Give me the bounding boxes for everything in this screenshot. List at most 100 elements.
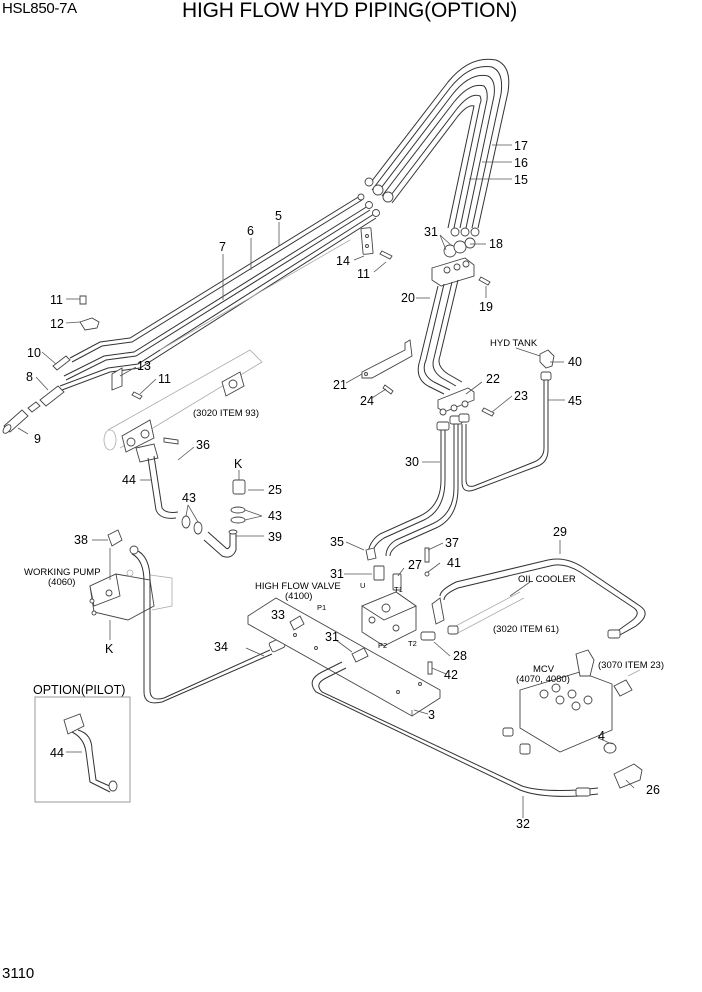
- bolt-24: [382, 384, 394, 395]
- callout-K-top: K: [234, 457, 243, 471]
- elbow-26: [613, 763, 643, 789]
- callout-6: 6: [247, 224, 254, 238]
- diagram-notes: (3020 ITEM 93) HYD TANK OIL COOLER (3020…: [24, 338, 664, 697]
- callout-35: 35: [330, 535, 344, 549]
- bracket-14: [360, 227, 393, 260]
- callout-K-bottom: K: [105, 642, 114, 656]
- callout-18: 18: [489, 237, 503, 251]
- callout-numbers: 17 16 15 5 6 7 31 18 14 11 20 19 11 12 1…: [26, 139, 660, 831]
- callout-11-top: 11: [357, 267, 370, 281]
- note-3020-item93: (3020 ITEM 93): [193, 408, 259, 419]
- option-pilot-box: [34, 696, 131, 803]
- page-title: HIGH FLOW HYD PIPING(OPTION): [182, 0, 518, 22]
- callout-27: 27: [408, 558, 422, 572]
- oil-cooler-pipe: [447, 581, 531, 635]
- callout-42: 42: [444, 668, 458, 682]
- callout-44-pilot: 44: [50, 746, 64, 760]
- mcv-valve: [502, 649, 641, 755]
- fitting-31: [351, 647, 369, 663]
- callout-26: 26: [646, 783, 660, 797]
- arched-hoses-15-16-17: [364, 58, 510, 237]
- hoses-30: [367, 413, 470, 557]
- callout-8: 8: [26, 370, 33, 384]
- washer-41: [424, 571, 430, 577]
- note-hyd-tank: HYD TANK: [490, 338, 538, 349]
- left-fittings: [2, 295, 143, 434]
- note-oil-cooler: OIL COOLER: [518, 574, 576, 585]
- callout-43-right: 43: [268, 509, 282, 523]
- note-working-pump: WORKING PUMP: [24, 567, 101, 578]
- callout-22: 22: [486, 372, 500, 386]
- pipe-44: [135, 437, 179, 519]
- callout-41: 41: [447, 556, 461, 570]
- callout-4: 4: [598, 729, 605, 743]
- callout-31-mid: 31: [330, 567, 344, 581]
- note-3020-item61: (3020 ITEM 61): [493, 624, 559, 635]
- bolt-42: [427, 661, 433, 675]
- note-3070-item23: (3070 ITEM 23): [598, 660, 664, 671]
- callout-14: 14: [336, 254, 350, 268]
- fitting-33: [289, 615, 305, 631]
- vertical-pipes-to-22: [417, 279, 463, 395]
- callout-3: 3: [428, 708, 435, 722]
- elbow-40: [539, 349, 555, 369]
- callout-43-left: 43: [182, 491, 196, 505]
- hose-29: [431, 558, 646, 639]
- callout-38: 38: [74, 533, 88, 547]
- page-number: 3110: [2, 965, 35, 982]
- port-t2: T2: [408, 639, 417, 648]
- callout-31-low: 31: [325, 630, 339, 644]
- callout-29: 29: [553, 525, 567, 539]
- bolt-37: [424, 547, 430, 563]
- callout-45: 45: [568, 394, 582, 408]
- port-u: U: [360, 581, 365, 590]
- callout-36: 36: [196, 438, 210, 452]
- callout-25: 25: [268, 483, 282, 497]
- callout-17: 17: [514, 139, 528, 153]
- note-working-pump-ref: (4060): [48, 577, 75, 588]
- plug-4: [603, 742, 617, 754]
- hose-45: [461, 371, 552, 492]
- note-high-flow-valve-ref: (4100): [285, 591, 312, 602]
- fittings-31-18: [443, 237, 476, 258]
- note-mcv-ref: (4070, 4080): [516, 674, 570, 685]
- port-t1: T1: [394, 585, 403, 594]
- port-p1: P1: [317, 603, 326, 612]
- callout-5: 5: [275, 209, 282, 223]
- callout-13: 13: [137, 359, 151, 373]
- model-code: HSL850-7A: [2, 0, 77, 17]
- manifold-22: [437, 387, 495, 417]
- callout-31-top: 31: [424, 225, 438, 239]
- callout-11-left: 11: [50, 293, 63, 307]
- callout-39: 39: [268, 530, 282, 544]
- note-option-pilot: OPTION(PILOT): [33, 683, 125, 697]
- leader-lines: [17, 144, 635, 818]
- callout-10: 10: [27, 346, 41, 360]
- callout-23: 23: [514, 389, 528, 403]
- callout-40: 40: [568, 355, 582, 369]
- callout-12: 12: [50, 317, 64, 331]
- high-flow-valve: [361, 565, 436, 647]
- callout-33: 33: [271, 608, 285, 622]
- callout-30: 30: [405, 455, 419, 469]
- frame-3020-item93: [103, 349, 263, 453]
- callout-16: 16: [514, 156, 528, 170]
- note-mcv: MCV: [533, 664, 555, 675]
- long-pipes-5-6-7: [59, 193, 380, 391]
- elbow-35: [365, 547, 377, 561]
- note-high-flow-valve: HIGH FLOW VALVE: [255, 581, 341, 592]
- callout-24: 24: [360, 394, 374, 408]
- callout-28: 28: [453, 649, 467, 663]
- callout-19: 19: [479, 300, 493, 314]
- callout-7: 7: [219, 240, 226, 254]
- working-pump: [89, 529, 173, 621]
- callout-37: 37: [445, 536, 459, 550]
- clamp-block-20: [431, 257, 491, 287]
- clamps-43-pipe-39: [181, 479, 246, 558]
- callout-9: 9: [34, 432, 41, 446]
- hose-32: [311, 661, 599, 797]
- bracket-21: [361, 339, 413, 379]
- callout-32: 32: [516, 817, 530, 831]
- callout-20: 20: [401, 291, 415, 305]
